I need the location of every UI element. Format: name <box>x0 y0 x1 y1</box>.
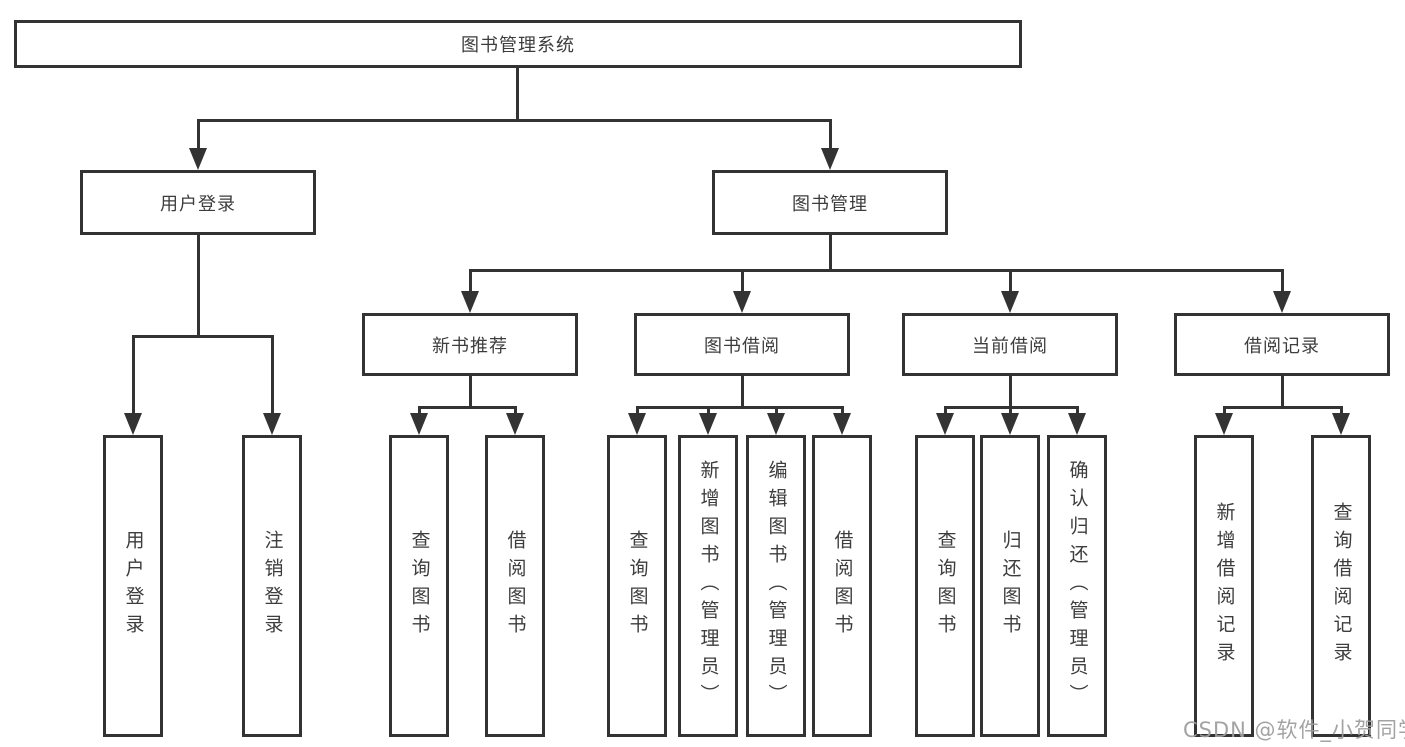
node-label: 注销登录 <box>261 530 284 642</box>
leaf-borrow-books: 借阅图书 <box>812 435 872 737</box>
arrowhead-down-icon <box>410 413 428 435</box>
node-book-management: 图书管理 <box>712 170 948 235</box>
node-label: 归还图书 <box>999 530 1022 642</box>
leaf-query-books-current: 查询图书 <box>915 435 975 737</box>
node-user-login: 用户登录 <box>80 170 316 235</box>
node-label: 用户登录 <box>160 193 236 215</box>
leaf-user-login: 用户登录 <box>103 435 163 737</box>
connector-line <box>197 119 832 122</box>
connector-line <box>469 374 472 408</box>
node-library-system: 图书管理系统 <box>14 20 1022 68</box>
arrowhead-down-icon <box>1001 291 1019 313</box>
node-label: 图书借阅 <box>704 335 780 357</box>
node-book-borrowing: 图书借阅 <box>634 313 850 376</box>
connector-line <box>636 406 639 416</box>
arrowhead-down-icon <box>699 413 717 435</box>
connector-line <box>775 406 778 416</box>
connector-line <box>841 406 844 416</box>
arrowhead-down-icon <box>189 148 207 170</box>
arrowhead-down-icon <box>733 291 751 313</box>
connector-line <box>707 406 710 416</box>
connector-line <box>1223 406 1226 416</box>
leaf-query-books-borrow: 查询图书 <box>607 435 667 737</box>
connector-line <box>469 269 472 294</box>
arrowhead-down-icon <box>1215 413 1233 435</box>
node-label: 查询图书 <box>408 530 431 642</box>
connector-line <box>829 233 832 272</box>
node-label: 图书管理 <box>792 193 868 215</box>
node-label: 新书推荐 <box>432 335 508 357</box>
connector-line <box>1223 406 1343 409</box>
arrowhead-down-icon <box>1068 413 1086 435</box>
node-label: 查询图书 <box>934 530 957 642</box>
arrowhead-down-icon <box>1332 413 1350 435</box>
leaf-confirm-return-admin: 确认归还（管理员） <box>1047 435 1107 737</box>
connector-line <box>132 335 135 416</box>
connector-line <box>1340 406 1343 416</box>
watermark: CSDN @软件_小贺同学 <box>1183 718 1405 742</box>
connector-line <box>469 269 1284 272</box>
node-label: 查询图书 <box>626 530 649 642</box>
connector-line <box>636 406 844 409</box>
node-label: 查询借阅记录 <box>1330 502 1353 670</box>
connector-line <box>1009 269 1012 294</box>
arrowhead-down-icon <box>936 413 954 435</box>
node-label: 借阅图书 <box>831 530 854 642</box>
node-label: 新增借阅记录 <box>1213 502 1236 670</box>
connector-line <box>829 119 832 152</box>
connector-line <box>197 119 200 152</box>
connector-line <box>418 406 517 409</box>
node-label: 图书管理系统 <box>461 35 575 56</box>
node-label: 编辑图书（管理员） <box>765 460 788 712</box>
leaf-query-borrow-record: 查询借阅记录 <box>1311 435 1371 737</box>
connector-line <box>1281 269 1284 294</box>
arrowhead-down-icon <box>461 291 479 313</box>
arrowhead-down-icon <box>124 413 142 435</box>
connector-line <box>944 406 1079 409</box>
connector-line <box>514 406 517 416</box>
arrowhead-down-icon <box>628 413 646 435</box>
node-label: 借阅图书 <box>504 530 527 642</box>
connector-line <box>741 374 744 408</box>
node-label: 确认归还（管理员） <box>1066 460 1089 712</box>
connector-line <box>1281 374 1284 408</box>
arrowhead-down-icon <box>506 413 524 435</box>
node-current-borrowing: 当前借阅 <box>902 313 1118 376</box>
connector-line <box>741 269 744 294</box>
connector-line <box>418 406 421 416</box>
connector-line <box>132 335 274 338</box>
connector-line <box>1009 374 1012 408</box>
arrowhead-down-icon <box>1273 291 1291 313</box>
connector-line <box>944 406 947 416</box>
connector-line <box>1076 406 1079 416</box>
node-new-book-recommendation: 新书推荐 <box>362 313 578 376</box>
arrowhead-down-icon <box>767 413 785 435</box>
leaf-add-books-admin: 新增图书（管理员） <box>678 435 738 737</box>
connector-line <box>1009 406 1012 416</box>
node-label: 新增图书（管理员） <box>697 460 720 712</box>
node-borrowing-records: 借阅记录 <box>1174 313 1390 376</box>
node-label: 用户登录 <box>122 530 145 642</box>
leaf-query-books-recommend: 查询图书 <box>389 435 449 737</box>
leaf-add-borrow-record: 新增借阅记录 <box>1194 435 1254 737</box>
node-label: 借阅记录 <box>1244 335 1320 357</box>
connector-line <box>516 66 519 122</box>
arrowhead-down-icon <box>263 413 281 435</box>
leaf-logout: 注销登录 <box>242 435 302 737</box>
arrowhead-down-icon <box>1001 413 1019 435</box>
leaf-borrow-books-recommend: 借阅图书 <box>485 435 545 737</box>
node-label: 当前借阅 <box>972 335 1048 357</box>
leaf-edit-books-admin: 编辑图书（管理员） <box>746 435 806 737</box>
connector-line <box>197 233 200 338</box>
leaf-return-books: 归还图书 <box>980 435 1040 737</box>
connector-line <box>271 335 274 416</box>
arrowhead-down-icon <box>833 413 851 435</box>
arrowhead-down-icon <box>821 148 839 170</box>
